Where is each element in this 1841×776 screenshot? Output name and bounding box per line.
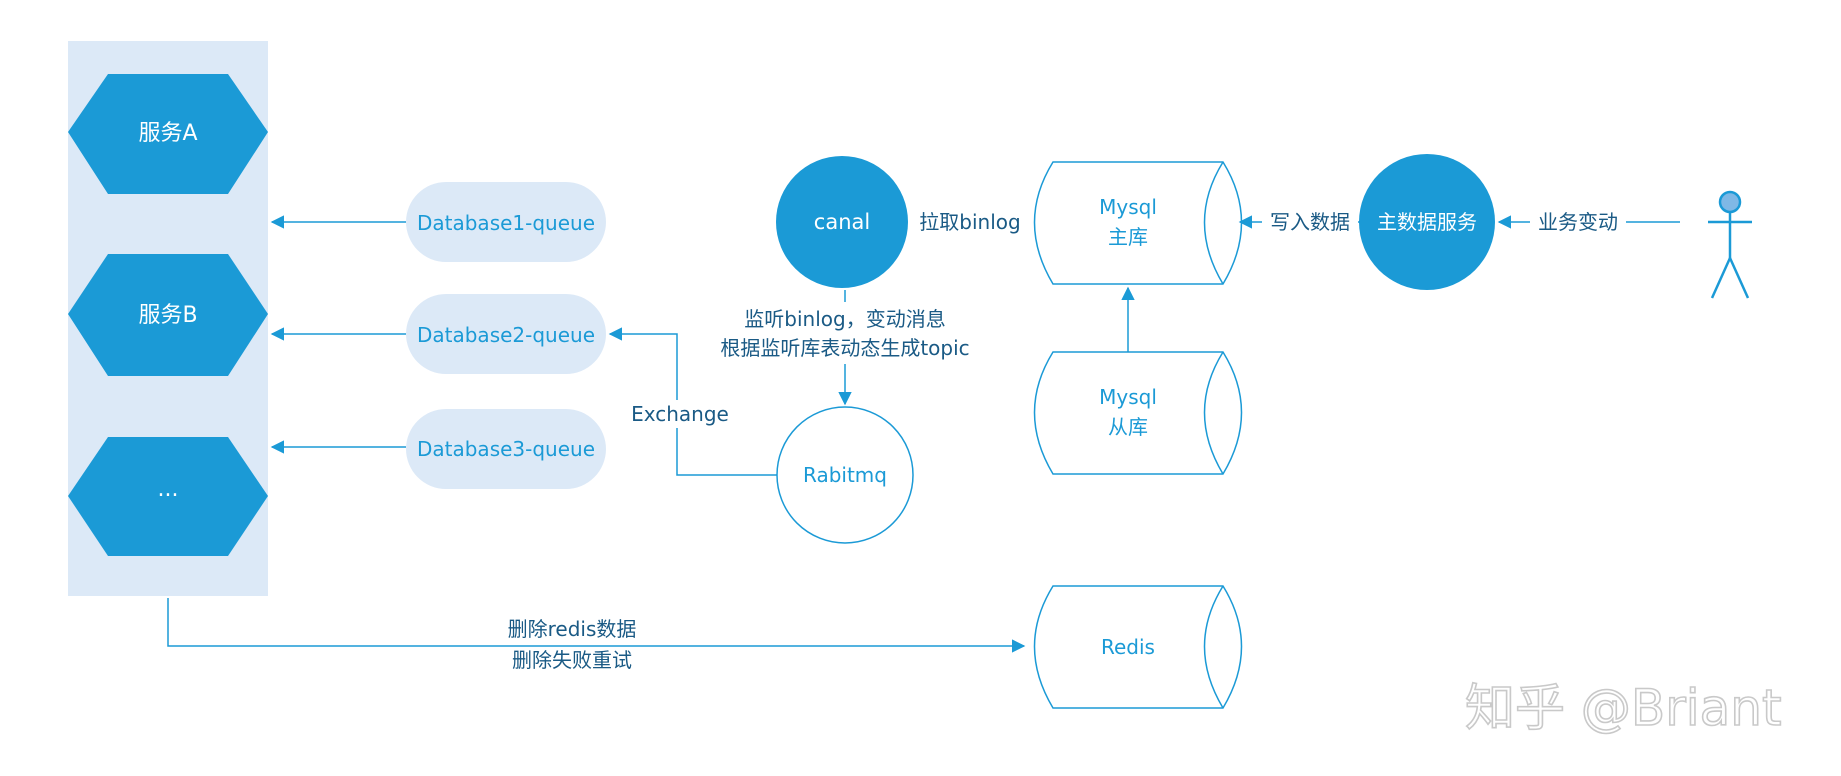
watermark: 知乎 @Briant <box>1465 679 1782 737</box>
canal-label: canal <box>814 210 870 234</box>
service-more-hexagon[interactable] <box>68 437 268 556</box>
main-data-service-node[interactable] <box>1359 154 1495 290</box>
redis-cylinder-edge <box>1203 585 1224 709</box>
service-more-label: ... <box>158 477 179 502</box>
service-b-hexagon[interactable] <box>68 254 268 376</box>
queue-1-label: Database1-queue <box>417 211 595 235</box>
mysql-slave-cylinder[interactable] <box>1033 351 1243 475</box>
queue-2-pill[interactable] <box>406 294 606 374</box>
write-data-label: 写入数据 <box>1270 210 1350 234</box>
service-a-label: 服务A <box>138 121 197 146</box>
canal-node[interactable] <box>776 156 908 288</box>
exchange-label: Exchange <box>631 402 729 426</box>
arrow-services-to-redis <box>167 598 1026 653</box>
service-a-hexagon[interactable] <box>68 74 268 194</box>
mysql-slave-cylinder-edge <box>1203 351 1224 475</box>
pull-binlog-label: 拉取binlog <box>919 210 1020 234</box>
mysql-master-cylinder-edge <box>1203 161 1224 285</box>
redis-label: Redis <box>1101 635 1155 659</box>
service-b-label: 服务B <box>138 303 197 328</box>
delete-redis-label-line1: 删除redis数据 <box>508 617 637 641</box>
rabbitmq-label: Rabitmq <box>803 463 887 487</box>
business-change-label-bg <box>1530 207 1626 235</box>
business-change-label: 业务变动 <box>1538 210 1618 234</box>
mysql-master-cylinder[interactable] <box>1033 161 1243 285</box>
main-data-service-label: 主数据服务 <box>1377 210 1477 234</box>
exchange-label-bg <box>632 400 728 428</box>
queue-3-label: Database3-queue <box>417 437 595 461</box>
mysql-master-line1: Mysql <box>1099 195 1157 219</box>
queue-1-pill[interactable] <box>406 182 606 262</box>
listen-label-line2: 根据监听库表动态生成topic <box>720 336 969 360</box>
user-actor-icon <box>1708 190 1752 299</box>
queue-2-label: Database2-queue <box>417 323 595 347</box>
mysql-slave-line1: Mysql <box>1099 385 1157 409</box>
queue-3-pill[interactable] <box>406 409 606 489</box>
write-data-label-bg <box>1262 207 1358 235</box>
listen-label-line1: 监听binlog，变动消息 <box>744 307 945 331</box>
mysql-slave-line2: 从库 <box>1108 415 1148 439</box>
mysql-master-line2: 主库 <box>1108 225 1148 249</box>
delete-redis-label-line2: 删除失败重试 <box>512 648 632 672</box>
